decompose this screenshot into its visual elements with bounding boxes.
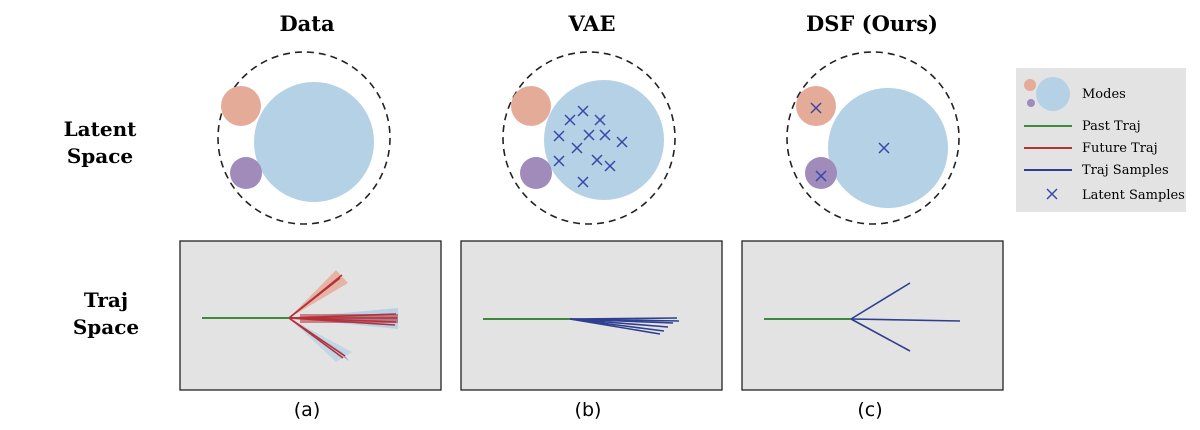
row-label-traj-1: Traj	[84, 288, 128, 312]
legend-label-future-traj: Future Traj	[1082, 141, 1158, 156]
latent-sample-x	[815, 170, 827, 182]
latent-sample-x	[810, 102, 822, 114]
traj-panel-dsf	[741, 240, 1004, 391]
caption-b: (b)	[575, 399, 602, 421]
mode-orange	[796, 86, 836, 126]
col-title-vae: VAE	[568, 11, 616, 36]
latent-sample-x	[553, 155, 565, 167]
traj-sample-lines	[569, 317, 680, 335]
latent-sample-x	[616, 136, 628, 148]
latent-sample-x	[577, 105, 589, 117]
latent-sample-x	[594, 114, 606, 126]
latent-panel-data	[217, 51, 391, 225]
row-label-latent-1: Latent	[64, 117, 138, 141]
latent-sample-x	[878, 142, 890, 154]
legend-label-modes: Modes	[1082, 87, 1126, 102]
mode-purple	[805, 157, 837, 189]
legend-label-past-traj: Past Traj	[1082, 119, 1141, 134]
latent-sample-x	[564, 114, 576, 126]
latent-boundary	[786, 51, 960, 225]
latent-sample-x	[583, 129, 595, 141]
latent-sample-x	[604, 160, 616, 172]
latent-boundary	[502, 51, 676, 225]
latent-sample-x	[577, 176, 589, 188]
latent-boundary	[217, 51, 391, 225]
latent-sample-x	[591, 154, 603, 166]
legend-mode-large	[1036, 77, 1070, 111]
latent-sample-x	[571, 142, 583, 154]
legend-mode-purple	[1027, 99, 1035, 107]
latent-sample-x	[553, 130, 565, 142]
mode-large	[544, 80, 664, 200]
traj-panel-data	[179, 240, 442, 391]
caption-a: (a)	[294, 399, 320, 421]
legend-latent-x-icon	[1046, 188, 1058, 200]
mode-large	[828, 88, 948, 208]
latent-sample-x	[599, 129, 611, 141]
col-title-dsf: DSF (Ours)	[806, 11, 938, 36]
mode-orange	[511, 86, 551, 126]
legend: Modes Past Traj Future Traj Traj Samples…	[1016, 68, 1186, 212]
future-bundle	[300, 314, 398, 323]
legend-label-latent-samples: Latent Samples	[1082, 188, 1185, 203]
mode-purple	[230, 157, 262, 189]
mode-large	[254, 82, 374, 202]
latent-samples	[810, 102, 890, 182]
traj-panel-vae	[460, 240, 723, 391]
legend-mode-orange	[1024, 79, 1036, 91]
caption-c: (c)	[857, 399, 882, 421]
traj-sample-lines	[850, 282, 961, 352]
traj-panel-bg	[741, 240, 1004, 391]
row-label-latent-2: Space	[67, 144, 133, 168]
mode-purple	[520, 157, 552, 189]
latent-samples	[553, 105, 628, 188]
traj-panel-bg	[460, 240, 723, 391]
legend-label-traj-samples: Traj Samples	[1082, 163, 1169, 178]
col-title-data: Data	[279, 11, 335, 36]
latent-panel-dsf	[786, 51, 960, 225]
latent-panel-vae	[502, 51, 676, 225]
row-label-traj-2: Space	[73, 315, 139, 339]
mode-orange	[221, 86, 261, 126]
